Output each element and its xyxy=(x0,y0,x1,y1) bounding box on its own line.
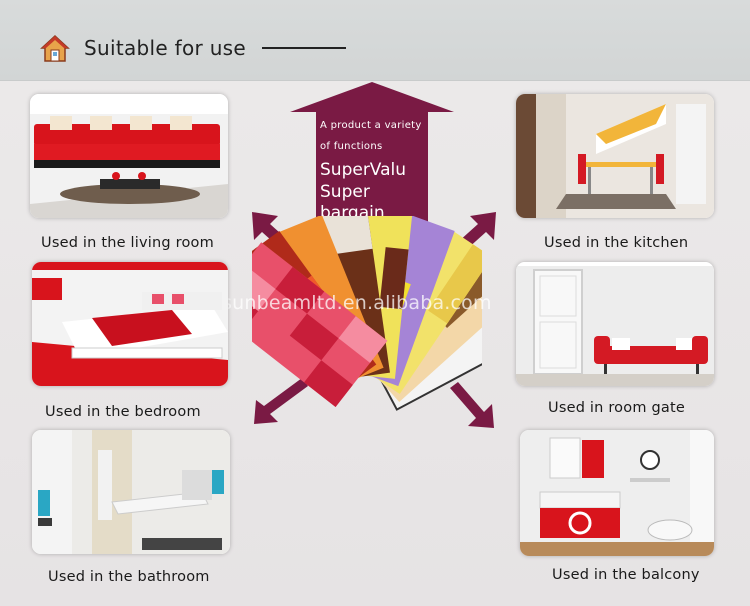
balcony-photo xyxy=(520,430,714,556)
bedroom-photo xyxy=(32,262,228,386)
title-underline xyxy=(262,47,346,49)
home-icon xyxy=(40,34,70,62)
room-gate-photo xyxy=(516,262,714,386)
living-room-photo xyxy=(30,94,228,218)
arrow-down-left-icon xyxy=(254,378,308,424)
caption-living-room: Used in the living room xyxy=(41,235,214,251)
promo-line-4: Super xyxy=(320,182,370,202)
watermark: sunbeamltd.en.alibaba.com xyxy=(222,292,492,314)
promo-line-2: of functions xyxy=(320,141,383,152)
promo-line-1: A product a variety xyxy=(320,120,422,131)
rug-samples-image xyxy=(252,216,482,411)
kitchen-photo xyxy=(516,94,714,218)
promo-arrow xyxy=(290,82,454,246)
caption-kitchen: Used in the kitchen xyxy=(544,235,689,251)
arrow-down-right-icon xyxy=(450,382,494,428)
caption-bathroom: Used in the bathroom xyxy=(48,569,210,585)
promo-line-3: SuperValu xyxy=(320,160,407,180)
section-title: Suitable for use xyxy=(84,36,246,60)
caption-balcony: Used in the balcony xyxy=(552,567,700,583)
caption-room-gate: Used in room gate xyxy=(548,400,685,416)
header-bar: Suitable for use xyxy=(0,0,750,81)
bathroom-photo xyxy=(32,430,230,554)
caption-bedroom: Used in the bedroom xyxy=(45,404,201,420)
